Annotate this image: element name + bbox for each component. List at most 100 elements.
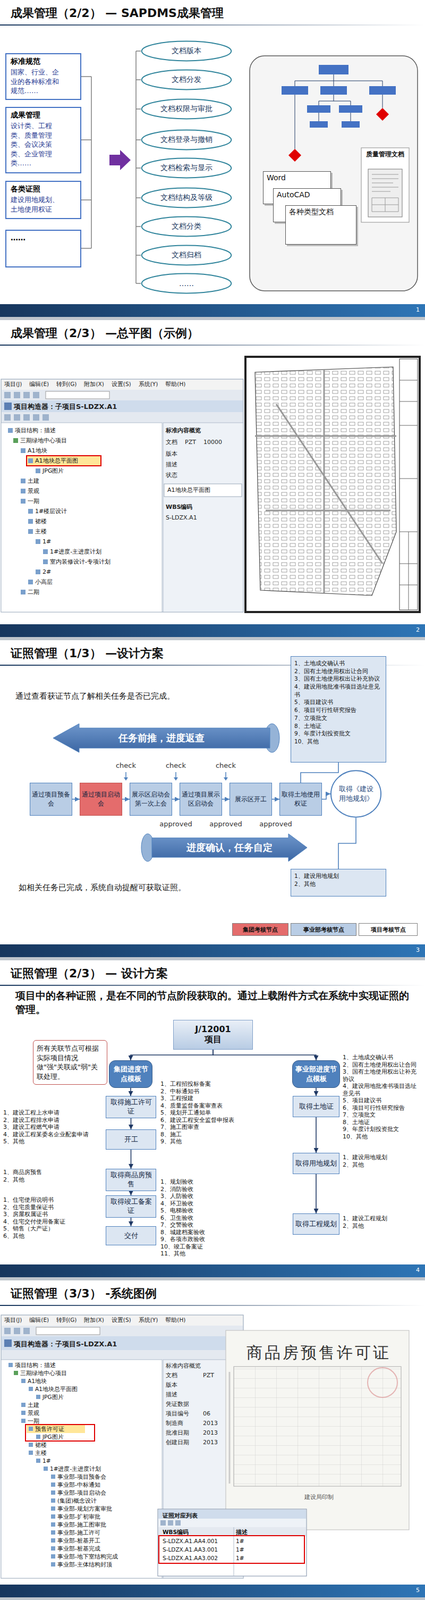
node-text: 文档权限与审批	[160, 104, 213, 114]
tree-item: JPG图片	[5, 1431, 160, 1440]
node-text: 通过项目启动会	[81, 789, 121, 808]
table-cell: 证照对应列表	[162, 1509, 301, 1519]
list-item: 2、中标通知书	[160, 1086, 246, 1095]
node-text: 文档分类	[171, 221, 202, 232]
list-item: 6、建设工程安全监督申报表	[160, 1115, 246, 1124]
connector	[338, 817, 356, 869]
list-item: 4、环卫验收	[160, 1199, 246, 1207]
connector	[130, 1190, 132, 1195]
list-item: 2、其他	[342, 1160, 422, 1168]
process-box: 通过项目预备会	[29, 782, 73, 815]
node-text: 6、项目可行性研究报告	[294, 705, 357, 714]
label-group: 1、建设工程上水申请2、建设工程排水申请3、建设工程燃气申请4、建设工程某委名企…	[3, 1108, 104, 1145]
list-item: 7、交警验收	[160, 1220, 246, 1228]
process-box: 通过项目启动会	[79, 782, 123, 815]
milestone-box: 取得工程规划	[292, 1212, 340, 1234]
tree-item: 事业部-中标通知	[5, 1479, 160, 1488]
field-label: PZT	[202, 1369, 225, 1380]
label-group: 证照管理（1/3） —设计方案	[10, 644, 383, 661]
field-label: 文档	[165, 1369, 203, 1380]
label-group: WBS编码描述	[162, 1526, 310, 1535]
category-box: ……	[5, 229, 82, 268]
tree-item: 景观	[5, 485, 160, 496]
node-text: 任务前推，进度返查	[118, 731, 205, 744]
list-item: 2、国有土地使用权出让合同	[342, 1060, 422, 1068]
legend-swatch: 项目考核节点	[358, 922, 418, 935]
imprint-text: 建设局印制	[233, 1491, 404, 1500]
label-group: 1、建设工程规划2、其他	[342, 1213, 422, 1229]
node-text: 建设用地规划、土地使用权证	[10, 194, 59, 214]
menu-item: 项目(J)	[4, 1315, 22, 1323]
category-box: 各类证照建设用地规划、土地使用权证	[5, 180, 82, 219]
list-item: 2、消防验收	[160, 1184, 246, 1193]
process-box: 展示区启动会第一次上会	[129, 782, 173, 815]
node-text: 标准规范	[10, 56, 59, 67]
field-label: 批准日期	[165, 1426, 203, 1437]
tree-item: 事业部-施工图审批	[5, 1519, 160, 1528]
node-text: 文档结构及等级	[160, 192, 213, 203]
table-cell: 描述	[235, 1526, 310, 1535]
label-group: 3	[403, 945, 420, 953]
menu-item: 帮助(H)	[165, 1315, 186, 1323]
list-item: 10、竣工备案证	[160, 1242, 246, 1250]
table-cell: S-LDZX.A1.AA3.002	[162, 1552, 232, 1561]
template-box: 事业部进度节点模板	[292, 1059, 340, 1087]
tree-item: 预售许可证	[5, 1423, 160, 1432]
field-label: 项目编号	[165, 1407, 203, 1418]
category-box: 成果管理设计类、工程类、质量管理类、会议决策类、企业管理类……	[5, 106, 82, 174]
node-text: 各种类型文档	[289, 207, 334, 217]
node-text: 开工	[124, 1134, 139, 1144]
field-label: 10000	[203, 436, 223, 448]
status-tag: check	[200, 760, 251, 769]
node-text: 取得竣工备案证	[107, 1196, 155, 1215]
milestone-circle: 取得《建设用地规划》	[330, 769, 382, 818]
subtitle: 项目中的各种证照，是在不同的节点阶段获取的。通过上载附件方式在系统中实现证照的管…	[15, 988, 412, 1016]
node-text: 取得工程规划	[295, 1218, 337, 1228]
connector	[315, 1116, 317, 1152]
tree-item: 事业部-项目启动会	[5, 1487, 160, 1496]
node-text: 7、立项批文	[294, 713, 328, 722]
menu-item: 编辑(E)	[29, 380, 49, 388]
node-text: 事业部进度节点模板	[294, 1063, 338, 1083]
list-item: 3、人防验收	[160, 1191, 246, 1200]
tree-item: 土建	[5, 475, 160, 486]
status-tag: check	[150, 760, 201, 769]
legend-swatch: 集团考核节点	[232, 922, 289, 935]
note-callout: 所有关联节点可根据实际项目情况做"强"关联或"弱"关联处理。	[32, 1039, 108, 1084]
status-tag: check	[100, 760, 151, 769]
label-group: 1、建设用地规划2、其他	[342, 1152, 422, 1168]
menu-item: 系统(Y)	[138, 1315, 159, 1323]
label-group: 证照管理（3/3） -系统图例	[10, 1284, 383, 1301]
node-text: 1、建设用地规划	[294, 871, 339, 880]
label-group: 如相关任务已完成，系统自动提醒可获取证照。	[18, 881, 285, 892]
status-tag: approved	[150, 819, 201, 828]
tree-item: 裙楼	[5, 515, 160, 526]
node-text: 2、国有土地使用权出让合同	[294, 666, 369, 675]
function-ellipse: 文档检索与显示	[140, 157, 233, 178]
field-label: 2013	[202, 1426, 225, 1437]
field-label: 制造商	[165, 1417, 203, 1427]
list-item: 3、工程报建	[160, 1093, 246, 1102]
legend-text: 集团考核节点	[242, 924, 278, 933]
milestone-box: 取得施工许可证	[105, 1094, 157, 1118]
label-group: S-LDZX.A1.AA4.001S-LDZX.A1.AA3.001S-LDZX…	[162, 1535, 232, 1561]
field-label: 文档	[165, 436, 178, 448]
label-group: 1、商品房预售2、其他	[3, 1167, 104, 1183]
legend-text: 事业部考核节点	[303, 924, 345, 933]
arrow-band: 任务前推，进度返查	[53, 723, 270, 752]
label-group: 标准内容概览文档版本描述凭证数据项目编号制造商批准日期创建日期	[165, 1360, 203, 1447]
node-text: 各类证照	[10, 184, 59, 194]
note-text: 如相关任务已完成，系统自动提醒可获取证照。	[18, 881, 285, 892]
label-group: 商品房预售许可证	[233, 1340, 404, 1363]
node-text: 文档版本	[171, 46, 202, 56]
tree-item: 2#	[5, 566, 160, 577]
list-item: 9、年度计划投资批文	[342, 1124, 422, 1133]
page-number: 5	[403, 1585, 420, 1593]
field-label: 2013	[202, 1417, 225, 1427]
tree-item: 小高层	[5, 576, 160, 587]
label-group: 成果管理（2/3） —总平图（示例）	[10, 325, 383, 342]
connector	[130, 1216, 132, 1226]
node-text: 1、土地成交确认书	[294, 658, 345, 667]
tree-item: 景观	[5, 1407, 160, 1416]
